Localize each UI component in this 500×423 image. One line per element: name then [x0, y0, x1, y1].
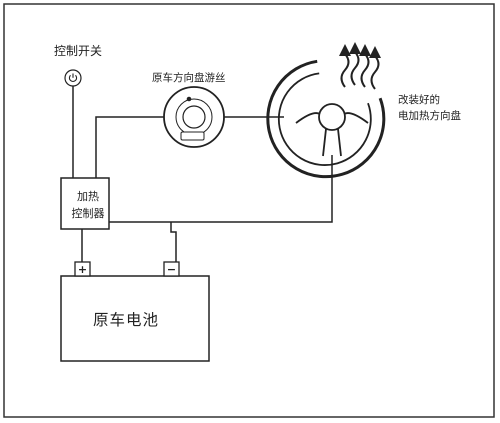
- battery-label: 原车电池: [93, 311, 160, 329]
- negative-terminal-label: −: [166, 263, 177, 276]
- steering-wheel-icon: [266, 59, 386, 179]
- outer-frame: [3, 3, 495, 418]
- clock-spring-label: 原车方向盘游丝: [152, 72, 226, 84]
- clock-spring-icon: [163, 86, 225, 148]
- positive-terminal-post: [74, 261, 91, 277]
- heating-controller-box: [60, 177, 110, 230]
- wire-negative-terminal: [170, 222, 177, 262]
- wire-controller-to-spring: [95, 116, 165, 178]
- heating-controller-label-line-1: 加热: [77, 190, 99, 203]
- heated-wheel-label-line-2: 电加热方向盘: [398, 110, 461, 123]
- battery-icon: [60, 261, 210, 362]
- control-switch-label: 控制开关: [54, 44, 103, 58]
- heated-wheel-label-line-1: 改装好的: [398, 94, 440, 106]
- power-button-icon: [64, 69, 82, 87]
- heat-wave-arrows-icon: [339, 42, 381, 90]
- wire-wheel-to-negative: [109, 155, 333, 223]
- positive-terminal-label: +: [77, 263, 88, 276]
- heating-controller-label-line-2: 控制器: [71, 207, 105, 221]
- heating-controller-label: 加热 控制器: [66, 188, 110, 222]
- negative-terminal-post: [163, 261, 180, 277]
- heated-wheel-label: 改装好的 电加热方向盘: [398, 92, 461, 125]
